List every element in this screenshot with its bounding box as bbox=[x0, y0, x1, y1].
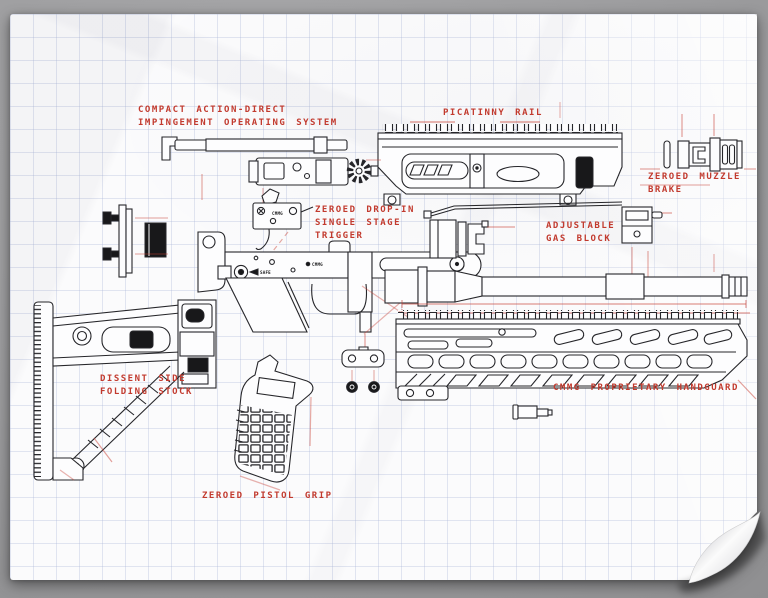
selector-marking: SAFE bbox=[260, 270, 271, 275]
bolt-carrier-group-drawing bbox=[162, 137, 378, 204]
label-gas-block: ADJUSTABLE GAS BLOCK bbox=[546, 220, 615, 246]
label-folding-stock: DISSENT SIDE FOLDING STOCK bbox=[100, 373, 193, 399]
red-annotation-lines bbox=[366, 122, 710, 185]
label-line: BRAKE bbox=[648, 185, 683, 195]
label-operating-system: COMPACT ACTION-DIRECT IMPINGEMENT OPERAT… bbox=[138, 104, 338, 130]
label-handguard: CMMG PROPRIETARY HANDGUARD bbox=[553, 382, 739, 395]
label-line: DISSENT SIDE bbox=[100, 374, 187, 384]
folding-stock-drawing bbox=[34, 300, 216, 480]
label-line: IMPINGEMENT OPERATING SYSTEM bbox=[138, 118, 338, 128]
trigger-logo-marking: CMMG bbox=[272, 211, 283, 216]
blueprint-sheet: CMMG SAFE CMMG bbox=[10, 14, 765, 592]
exploded-parts-diagram: CMMG SAFE CMMG bbox=[10, 14, 757, 580]
pin-plate-drawing bbox=[342, 347, 384, 392]
label-muzzle-brake: ZEROED MUZZLE BRAKE bbox=[648, 171, 741, 197]
handguard-screw-drawing bbox=[513, 405, 552, 419]
muzzle-brake-drawing bbox=[630, 114, 742, 213]
handguard-drawing bbox=[396, 300, 756, 400]
page-curl bbox=[677, 511, 765, 592]
pistol-grip-drawing bbox=[234, 355, 313, 490]
label-line: GAS BLOCK bbox=[546, 234, 612, 244]
label-line: TRIGGER bbox=[315, 231, 364, 241]
red-underlay-lines bbox=[560, 102, 756, 169]
receiver-logo-marking: CMMG bbox=[312, 262, 323, 267]
gas-block-drawing bbox=[424, 202, 662, 281]
barrel-drawing bbox=[385, 254, 750, 317]
label-line: ADJUSTABLE bbox=[546, 221, 616, 231]
label-line: ZEROED PISTOL GRIP bbox=[202, 491, 333, 501]
label-line: CMMG PROPRIETARY HANDGUARD bbox=[553, 383, 739, 393]
grid-paper: CMMG SAFE CMMG bbox=[10, 14, 757, 580]
label-line: COMPACT ACTION-DIRECT bbox=[138, 105, 287, 115]
label-trigger: ZEROED DROP-IN SINGLE STAGE TRIGGER bbox=[315, 204, 415, 243]
label-picatinny-rail: PICATINNY RAIL bbox=[443, 107, 543, 120]
upper-receiver-drawing bbox=[378, 124, 622, 205]
label-line: ZEROED DROP-IN bbox=[315, 205, 415, 215]
label-line: SINGLE STAGE bbox=[315, 218, 402, 228]
barrel-nut-drawing bbox=[430, 220, 488, 258]
trigger-assembly-drawing: CMMG bbox=[253, 189, 313, 270]
label-line: ZEROED MUZZLE bbox=[648, 172, 741, 182]
stock-adapter-drawing bbox=[103, 205, 168, 277]
label-pistol-grip: ZEROED PISTOL GRIP bbox=[202, 490, 333, 503]
page-curl-face bbox=[688, 511, 761, 584]
label-line: FOLDING STOCK bbox=[100, 387, 193, 397]
label-line: PICATINNY RAIL bbox=[443, 108, 543, 118]
